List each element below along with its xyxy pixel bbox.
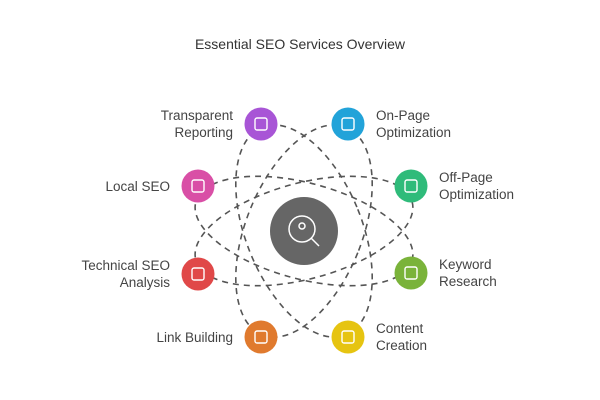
node-transparent-reporting — [244, 107, 278, 141]
node-label-line: Technical SEO — [81, 258, 170, 273]
nodes-link-icon — [404, 179, 418, 193]
node-label-line: Keyword — [439, 257, 492, 272]
seo-search-icon — [288, 215, 320, 247]
chart-icon — [254, 117, 268, 131]
center-hub — [270, 197, 338, 265]
node-link-building — [244, 320, 278, 354]
gear-icon — [191, 267, 205, 281]
node-local-seo — [181, 169, 215, 203]
diagram-title: Essential SEO Services Overview — [194, 36, 406, 52]
document-edit-icon — [341, 330, 355, 344]
node-keyword-research — [394, 256, 428, 290]
node-content-creation — [331, 320, 365, 354]
node-label-line: Analysis — [119, 275, 170, 290]
chain-link-icon — [254, 330, 268, 344]
node-label-line: Transparent — [160, 108, 233, 123]
node-on-page-optimization — [331, 107, 365, 141]
node-label-line: Optimization — [376, 125, 452, 140]
node-label-line: Optimization — [439, 187, 515, 202]
node-label-line: Link Building — [156, 329, 233, 345]
node-label-line: Research — [439, 274, 497, 289]
node-label: Technical SEO Analysis — [30, 257, 170, 291]
node-off-page-optimization — [394, 169, 428, 203]
node-technical-seo-analysis — [181, 257, 215, 291]
chat-search-icon — [404, 266, 418, 280]
node-label-line: Local SEO — [105, 178, 170, 194]
node-label-line: Off-Page — [439, 170, 493, 185]
node-label-line: Reporting — [174, 125, 233, 140]
node-label-line: Content — [376, 321, 424, 336]
location-pin-icon — [191, 179, 205, 193]
node-label-line: Creation — [376, 338, 428, 353]
node-label: Link Building — [93, 329, 233, 346]
node-label-line: On-Page — [376, 108, 431, 123]
node-label: Local SEO — [30, 178, 170, 195]
browser-icon — [341, 117, 355, 131]
